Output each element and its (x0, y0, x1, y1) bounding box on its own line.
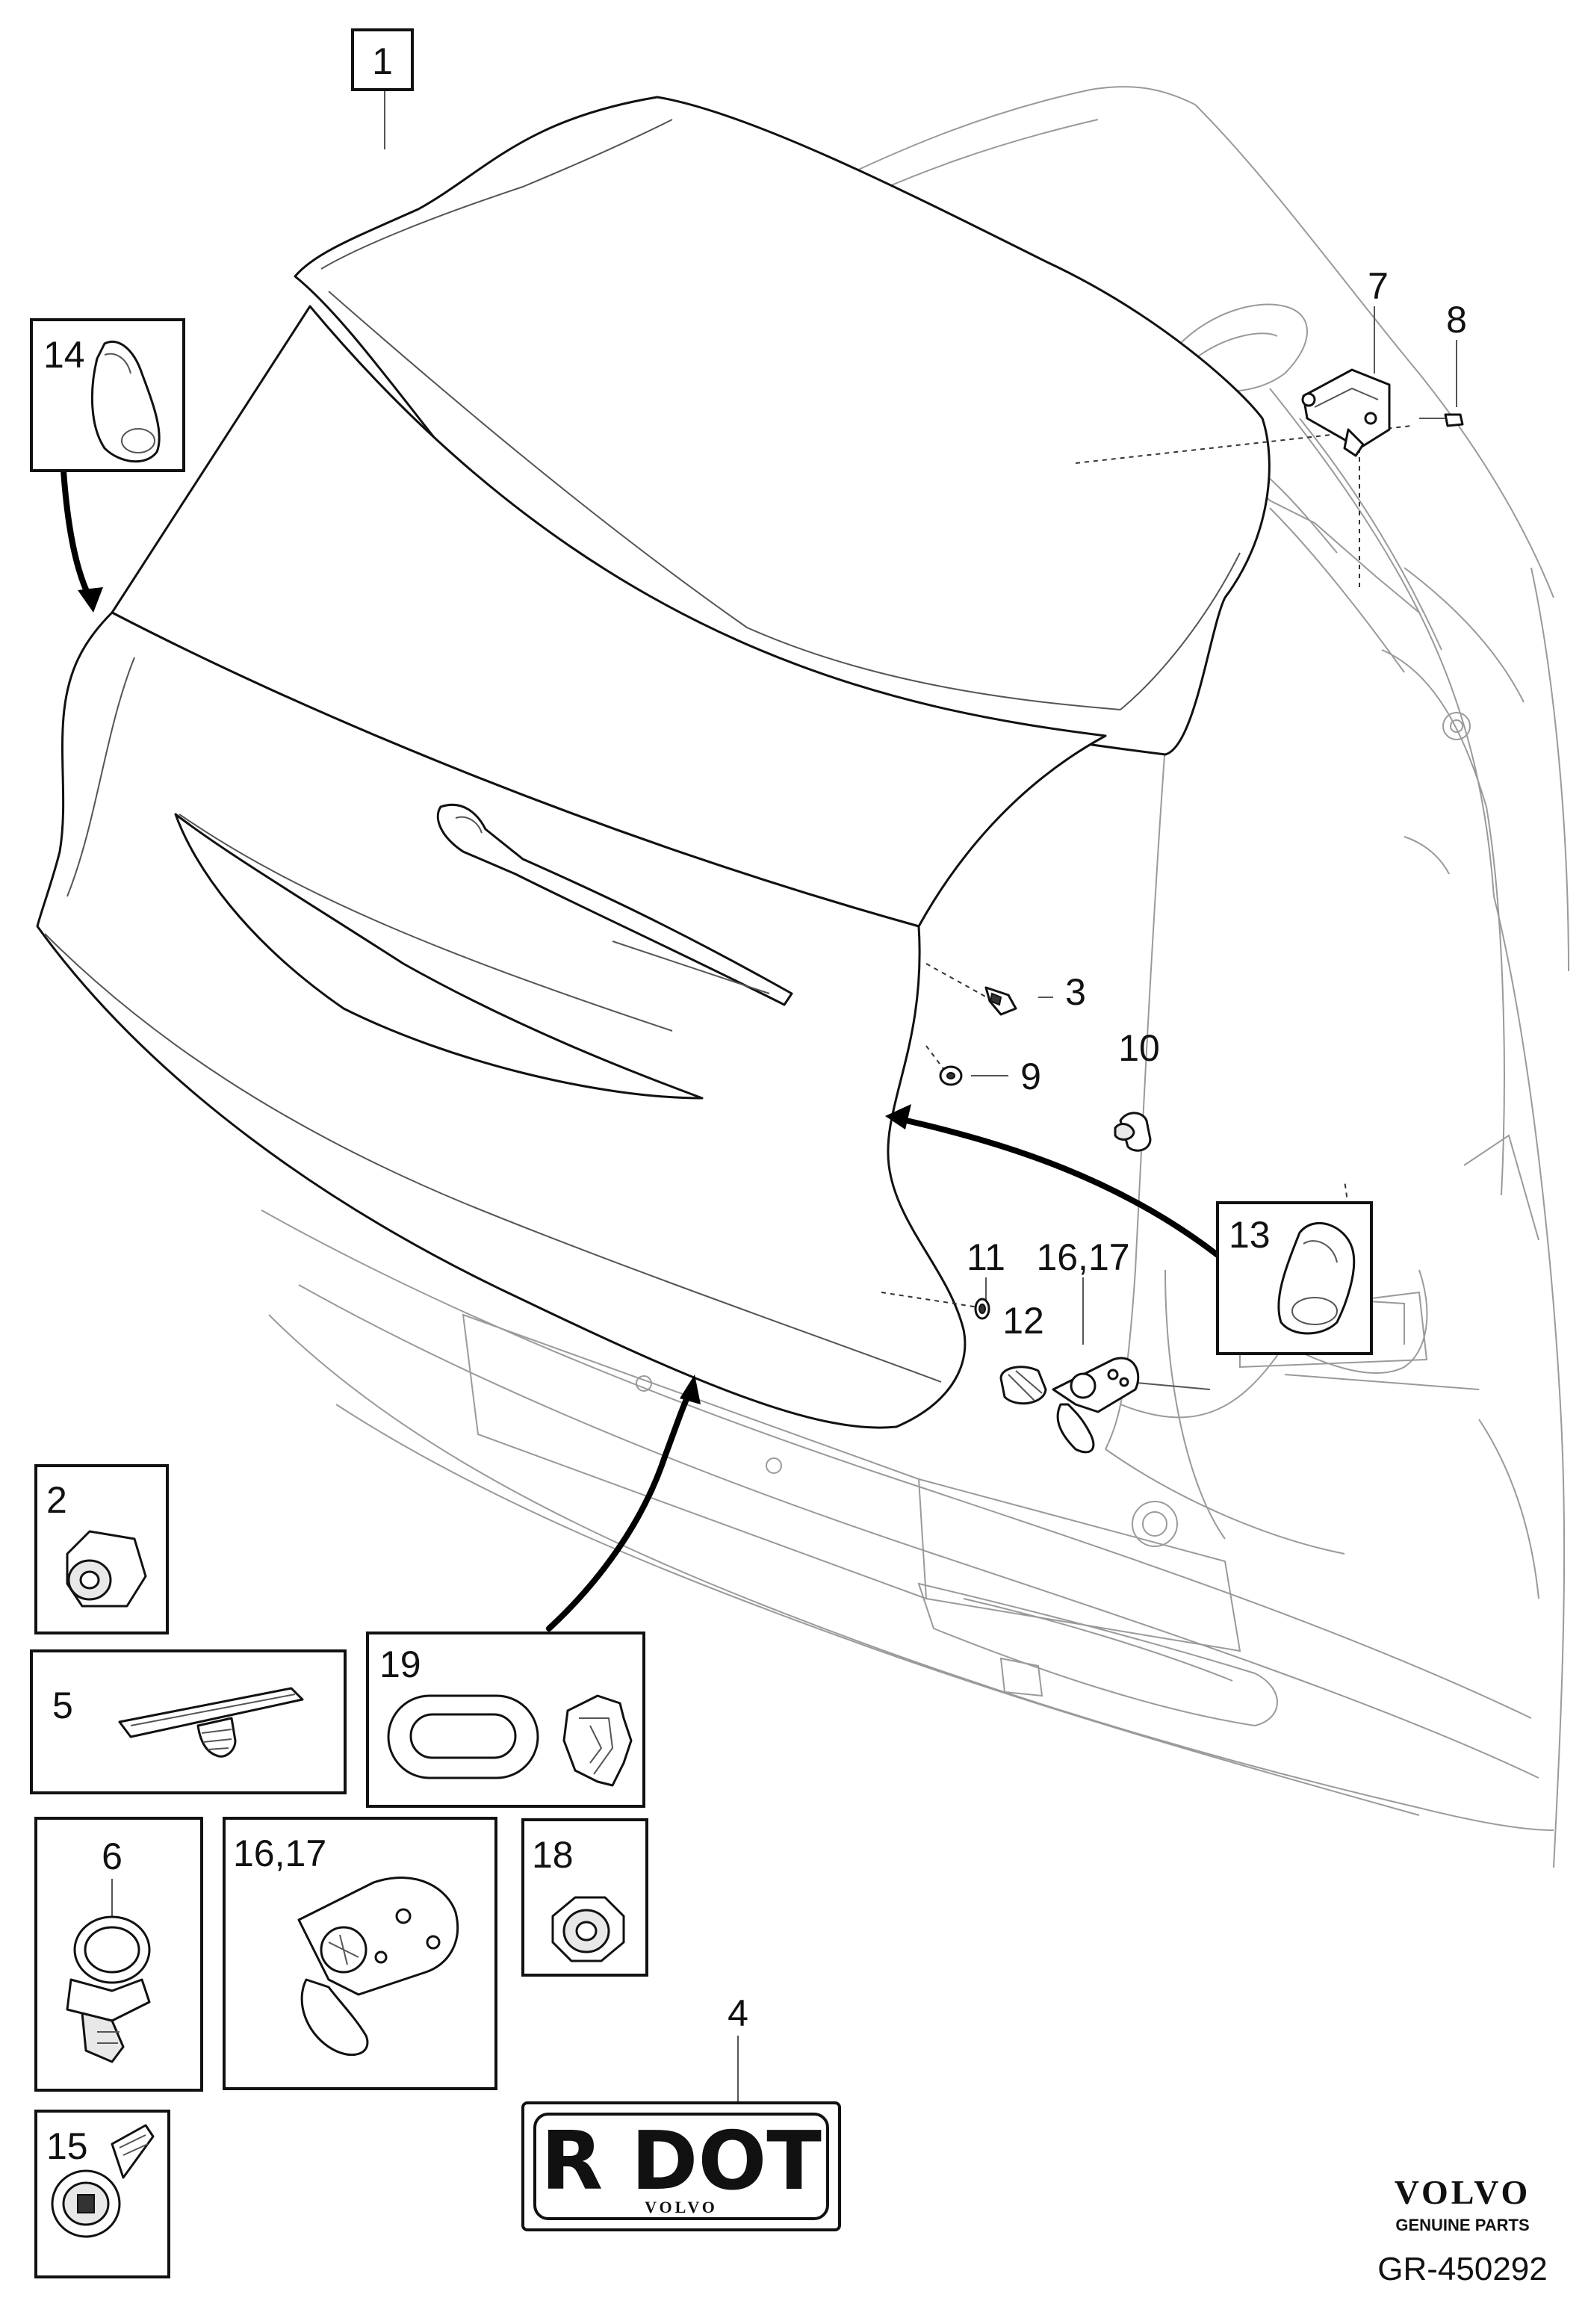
callout-19-label: 19 (379, 1643, 421, 1685)
plate-subtext: VOLVO (645, 2198, 718, 2216)
bracket-part-7 (1301, 368, 1391, 457)
volvo-logo: VOLVO (1395, 2173, 1531, 2211)
callout-4-label: 4 (728, 1992, 748, 2034)
genuine-parts-label: GENUINE PARTS (1395, 2216, 1529, 2234)
callout-6-label: 6 (102, 1835, 122, 1877)
leader-lines (384, 67, 1457, 1390)
callout-14-label: 14 (43, 334, 85, 376)
callout-3-label: 3 (1065, 971, 1086, 1013)
callout-16-17-box-label: 16,17 (233, 1832, 326, 1874)
callout-18-label: 18 (532, 1834, 574, 1876)
tailgate (36, 96, 1271, 1429)
pointer-arrows (61, 468, 1221, 1632)
stop-part-12 (999, 1366, 1047, 1405)
detail-box-2: 2 (34, 1464, 169, 1634)
detail-box-13: 13 (1216, 1201, 1373, 1355)
callout-2-label: 2 (46, 1479, 67, 1521)
callout-8-label: 8 (1446, 299, 1467, 341)
figure-id: GR-450292 (1377, 2251, 1547, 2287)
callout-1: 1 (351, 28, 414, 91)
callout-12-label: 12 (1002, 1300, 1044, 1342)
buffer-part-10 (1114, 1112, 1152, 1152)
plate-text: R DOT (541, 2115, 822, 2208)
detail-box-5: 5 (30, 1649, 347, 1794)
latch-part-16-17-main (1052, 1357, 1140, 1454)
callout-13-label: 13 (1229, 1214, 1271, 1256)
branding: VOLVO GENUINE PARTS GR-450292 (1377, 2173, 1547, 2287)
callout-1-label: 1 (372, 40, 393, 82)
plate-part-4: 4 R DOT VOLVO (521, 1992, 841, 2231)
callout-5-label: 5 (52, 1685, 73, 1726)
callout-15-label: 15 (46, 2125, 88, 2167)
detail-box-14: 14 (30, 318, 185, 472)
detail-box-15: 15 (34, 2110, 170, 2278)
detail-box-19: 19 (366, 1632, 645, 1808)
callout-11-label: 11 (967, 1236, 1005, 1278)
screw-part-8 (1419, 413, 1464, 427)
detail-box-16-17: 16,17 (223, 1817, 497, 2090)
detail-box-18: 18 (521, 1818, 648, 1977)
callout-7-label: 7 (1368, 265, 1389, 307)
callout-9-label: 9 (1020, 1056, 1041, 1097)
washer-part-9 (939, 1065, 963, 1086)
clip-part-3 (984, 986, 1017, 1016)
detail-box-6: 6 (34, 1817, 203, 2092)
callout-16-17-main-label: 16,17 (1036, 1236, 1129, 1278)
nut-part-11 (974, 1298, 990, 1320)
callout-10-label: 10 (1118, 1027, 1160, 1069)
